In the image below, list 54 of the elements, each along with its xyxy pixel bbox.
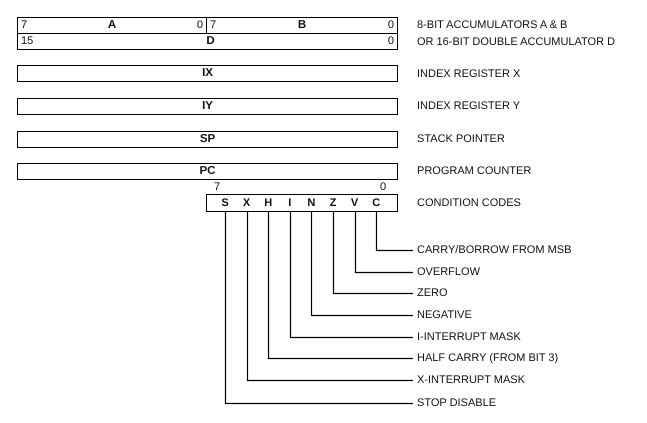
leader-line <box>332 211 413 294</box>
register-description: STACK POINTER <box>417 132 505 146</box>
register-box <box>206 17 398 34</box>
register-box <box>17 65 398 82</box>
bit-number: 7 <box>214 180 220 194</box>
register-name: B <box>298 19 306 32</box>
bit-number: 0 <box>388 35 394 48</box>
leader-line <box>246 211 413 382</box>
leader-line <box>268 211 413 360</box>
flag-description: STOP DISABLE <box>413 396 496 410</box>
leader-line <box>376 211 413 252</box>
register-description: PROGRAM COUNTER <box>417 164 532 178</box>
flag-description: ZERO <box>413 286 448 300</box>
flag-description: NEGATIVE <box>413 308 472 322</box>
flag-description: CARRY/BORROW FROM MSB <box>413 243 572 257</box>
register-name: PC <box>200 165 216 178</box>
flag-description: OVERFLOW <box>413 264 480 278</box>
register-name: D <box>206 35 215 48</box>
leader-line <box>224 211 413 404</box>
register-description: INDEX REGISTER X <box>417 67 520 81</box>
flag-letter: H <box>260 195 276 211</box>
register-name: IX <box>202 67 213 80</box>
bit-number: 0 <box>196 19 203 32</box>
register-description: INDEX REGISTER Y <box>417 99 520 113</box>
register-description: OR 16-BIT DOUBLE ACCUMULATOR D <box>417 35 616 49</box>
bit-number: 0 <box>388 19 394 32</box>
flag-letter: C <box>368 195 384 211</box>
flag-description: HALF CARRY (FROM BIT 3) <box>413 351 558 365</box>
register-name: IY <box>202 100 213 113</box>
bit-number: 7 <box>21 19 28 32</box>
bit-number: 15 <box>21 35 34 48</box>
flag-letter: S <box>217 195 233 211</box>
bit-number: 7 <box>210 19 216 32</box>
flag-letter: N <box>303 195 320 211</box>
flag-description: I-INTERRUPT MASK <box>413 330 521 344</box>
flag-description: X-INTERRUPT MASK <box>413 372 525 386</box>
register-description: CONDITION CODES <box>417 196 521 210</box>
register-box <box>17 33 398 50</box>
leader-line <box>354 211 413 274</box>
register-box <box>17 131 398 148</box>
leader-line <box>290 211 413 338</box>
register-box <box>206 194 398 212</box>
flag-letter: Z <box>325 195 341 211</box>
register-box <box>17 98 398 115</box>
register-box <box>17 17 207 34</box>
bit-number: 0 <box>380 180 386 194</box>
register-name: A <box>108 19 116 32</box>
flag-letter: I <box>282 195 298 211</box>
flag-letter: V <box>346 195 363 211</box>
register-name: SP <box>200 133 216 146</box>
register-box <box>17 163 398 180</box>
register-description: 8-BIT ACCUMULATORS A & B <box>417 18 568 32</box>
leader-line <box>310 211 413 316</box>
flag-letter: X <box>238 195 255 211</box>
